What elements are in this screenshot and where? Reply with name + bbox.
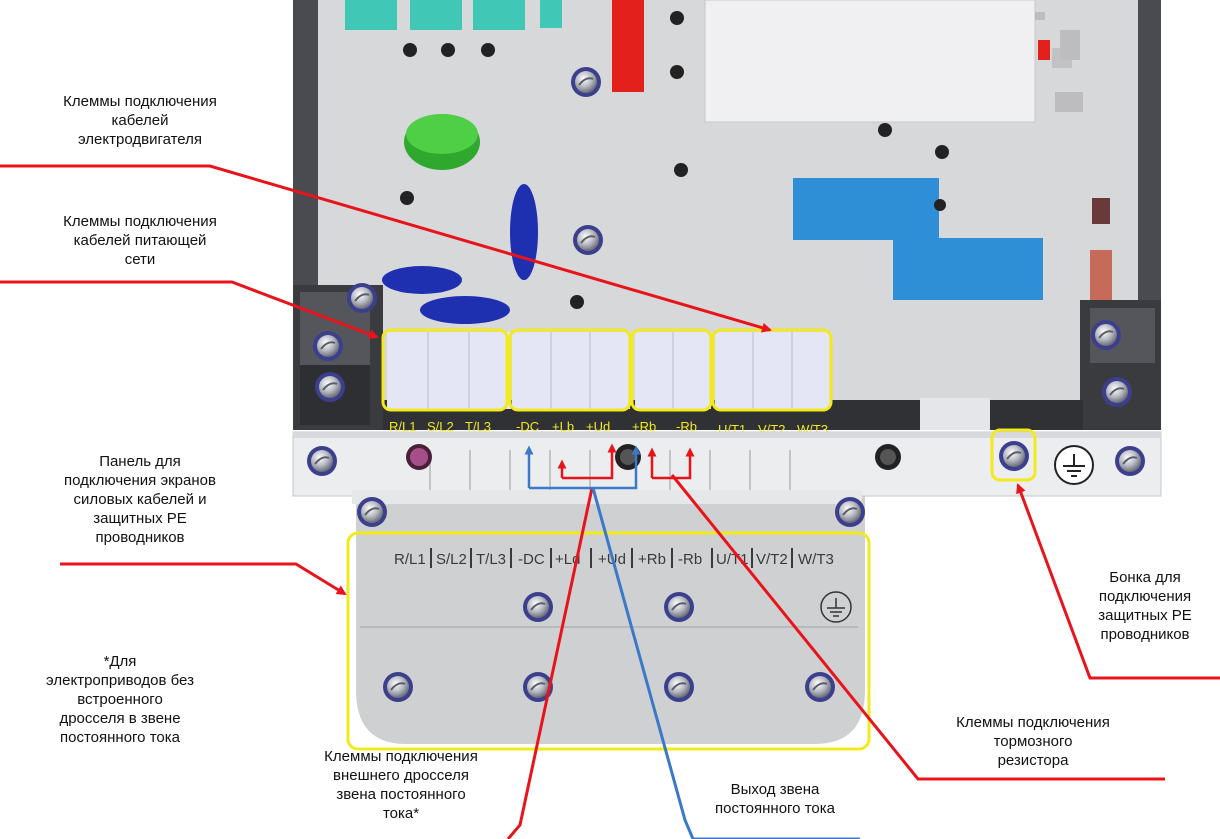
plate-label: R/L1: [394, 551, 426, 568]
pe-boss-callout: Бонка для подключения защитных РЕ провод…: [1070, 568, 1220, 644]
terminal-block: [383, 330, 831, 410]
plate-label: S/L2: [436, 551, 467, 568]
choke-terminals-callout: Клеммы подключения внешнего дросселя зве…: [286, 747, 516, 823]
plate-label: -DC: [518, 551, 545, 568]
plate-label: W/T3: [798, 551, 834, 568]
plate-label: V/T2: [756, 551, 788, 568]
plate-label: T/L3: [476, 551, 506, 568]
shield-panel-callout: Панель для подключения экранов силовых к…: [40, 452, 240, 547]
brake-terminals-callout: Клеммы подключения тормозного резистора: [918, 713, 1148, 770]
footnote-callout: *Для электроприводов без встроенного дро…: [20, 652, 220, 747]
shield-callout-arrow: [60, 564, 345, 594]
ground-icon: [1055, 446, 1093, 484]
plate-label: +Rb: [638, 551, 666, 568]
motor-terminals-callout: Клеммы подключения кабелей электродвигат…: [30, 92, 250, 149]
supply-terminals-callout: Клеммы подключения кабелей питающей сети: [30, 212, 250, 269]
plate-label: -Rb: [678, 551, 702, 568]
dc-output-callout: Выход звена постоянного тока: [680, 780, 870, 818]
